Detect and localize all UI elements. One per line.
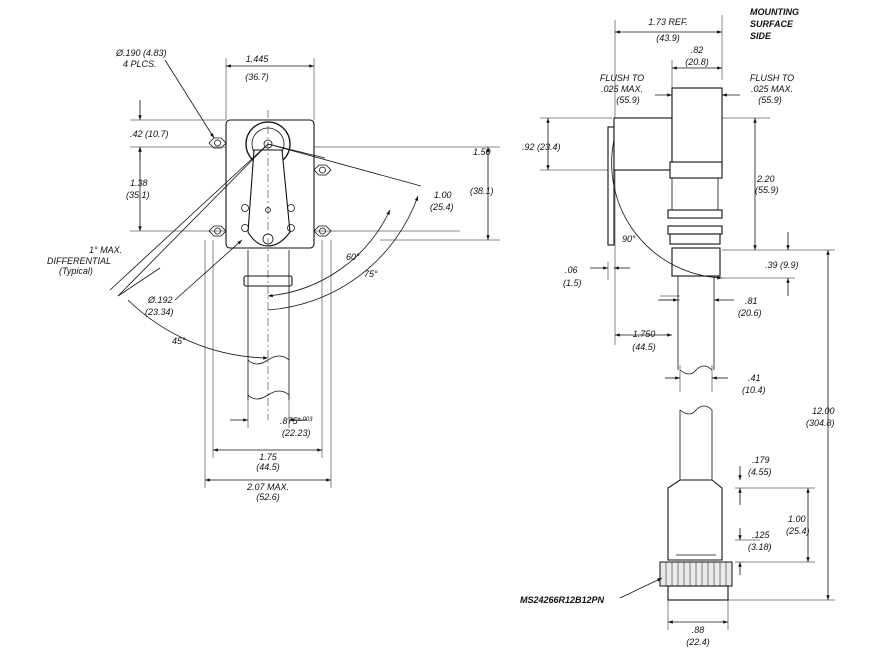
depth-label: 1.750 bbox=[633, 329, 656, 339]
differential-label-1: 1° MAX. bbox=[89, 245, 122, 255]
offset-top-label: .42 (10.7) bbox=[130, 129, 169, 139]
differential-label-3: (Typical) bbox=[59, 266, 93, 276]
differential-label-2: DIFFERENTIAL bbox=[47, 256, 111, 266]
flush-left-label-3: (55.9) bbox=[616, 95, 640, 105]
mounting-hole bbox=[208, 225, 227, 237]
flush-right-label-2: .025 MAX. bbox=[751, 84, 793, 94]
conn-dia-mm-label: (22.4) bbox=[686, 637, 710, 647]
mounting-label-3: SIDE bbox=[750, 31, 772, 41]
neck-mm-label: (20.6) bbox=[738, 308, 762, 318]
arm-length-mm-label: (25.4) bbox=[430, 202, 454, 212]
lever-arm bbox=[247, 149, 291, 247]
height-left-label: 1.38 bbox=[130, 178, 148, 188]
flush-right-label-1: FLUSH TO bbox=[750, 73, 794, 83]
shaft-width-mm-label: (22.23) bbox=[282, 428, 311, 438]
body-height-label: 2.20 bbox=[756, 174, 775, 184]
side-view: 1.73 REF. (43.9) MOUNTING SURFACE SIDE .… bbox=[520, 7, 835, 647]
max-width-mm-label: (52.6) bbox=[256, 492, 280, 502]
mounting-label-2: SURFACE bbox=[750, 19, 794, 29]
arm-length-label: 1.00 bbox=[434, 190, 452, 200]
connector-part-number: MS24266R12B12PN bbox=[520, 595, 605, 605]
ref-length-mm-label: (43.9) bbox=[656, 33, 680, 43]
width-top-mm-label: (36.7) bbox=[245, 72, 269, 82]
conn-offset-1-mm-label: (4.55) bbox=[748, 467, 772, 477]
cable-label: .41 bbox=[748, 373, 761, 383]
mounting-hole bbox=[313, 164, 332, 176]
width-top-label: 1.445 bbox=[246, 54, 270, 64]
conn-offset-2-mm-label: (3.18) bbox=[748, 542, 772, 552]
cable-mm-label: (10.4) bbox=[742, 385, 766, 395]
angle-45-label: 45° bbox=[172, 336, 186, 346]
mid-width-mm-label: (44.5) bbox=[256, 462, 280, 472]
shaft-dia-label: Ø.192 bbox=[147, 295, 173, 305]
conn-dia-label: .88 bbox=[692, 625, 705, 635]
ref-length-label: 1.73 REF. bbox=[648, 17, 687, 27]
height-left-mm-label: (35.1) bbox=[126, 190, 150, 200]
mounting-hole bbox=[208, 137, 227, 149]
height-right-mm-label: (38.1) bbox=[470, 186, 494, 196]
neck-label: .81 bbox=[745, 296, 758, 306]
angle-60-label: 60° bbox=[346, 252, 360, 262]
hole-count-label: 4 PLCS. bbox=[123, 59, 157, 69]
front-view: Ø.190 (4.83) 4 PLCS. 1.445 (36.7) .42 (1… bbox=[47, 48, 500, 502]
body-height-mm-label: (55.9) bbox=[755, 185, 779, 195]
shaft-width-label: .875±.003 bbox=[280, 416, 313, 426]
flange-mm-label: (20.8) bbox=[685, 57, 709, 67]
flush-left-label-2: .025 MAX. bbox=[601, 84, 643, 94]
conn-offset-1-label: .179 bbox=[752, 455, 770, 465]
total-length-label: 12.00 bbox=[812, 406, 835, 416]
mid-width-label: 1.75 bbox=[259, 452, 278, 462]
conn-length-mm-label: (25.4) bbox=[786, 526, 810, 536]
shaft-dia-mm-label: (23.34) bbox=[145, 307, 174, 317]
plate-thickness-label: .06 bbox=[565, 265, 578, 275]
flush-left-label-1: FLUSH TO bbox=[600, 73, 644, 83]
height-right-label: 1.50 bbox=[473, 147, 491, 157]
mounting-label-1: MOUNTING bbox=[750, 7, 799, 17]
total-length-mm-label: (304.8) bbox=[806, 418, 835, 428]
plate-height-label: .92 (23.4) bbox=[522, 142, 561, 152]
plate-thickness-mm-label: (1.5) bbox=[563, 278, 582, 288]
conn-offset-2-label: .125 bbox=[752, 530, 771, 540]
max-width-label: 2.07 MAX. bbox=[246, 482, 289, 492]
hole-dia-label: Ø.190 (4.83) bbox=[115, 48, 167, 58]
flange-label: .82 bbox=[691, 45, 704, 55]
flush-right-label-3: (55.9) bbox=[758, 95, 782, 105]
angle-90-label: 90° bbox=[622, 234, 636, 244]
step-label: .39 (9.9) bbox=[765, 260, 799, 270]
conn-length-label: 1.00 bbox=[788, 514, 806, 524]
angle-75-label: 75° bbox=[364, 269, 378, 279]
depth-mm-label: (44.5) bbox=[632, 342, 656, 352]
